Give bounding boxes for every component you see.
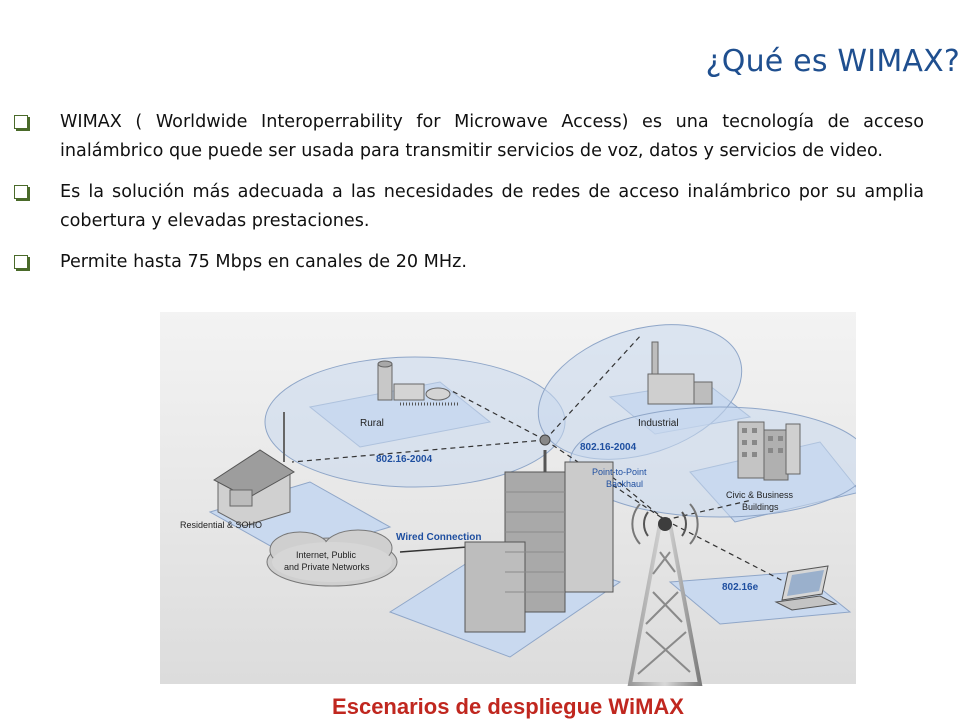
label-civic-1: Civic & Business <box>726 490 794 500</box>
square-bullet-icon <box>14 255 28 269</box>
skyscraper-icon <box>464 450 614 633</box>
label-ptp-1: Point-to-Point <box>592 467 647 477</box>
laptop-icon <box>774 565 838 611</box>
bullet-item: Permite hasta 75 Mbps en canales de 20 M… <box>14 248 924 277</box>
label-cloud-2: and Private Networks <box>284 562 370 572</box>
bullet-text: Permite hasta 75 Mbps en canales de 20 M… <box>60 252 467 272</box>
diagram-caption: Escenarios de despliegue WiMAX <box>332 694 684 719</box>
central-antenna-icon <box>539 434 551 446</box>
diagram-svg: Rural Industrial Residential & SOHO Civi… <box>160 312 856 719</box>
bullet-item: WIMAX ( Worldwide Interoperrability for … <box>14 108 924 166</box>
coverage-zone-rural <box>264 356 566 488</box>
square-bullet-icon <box>14 185 28 199</box>
house-icon <box>213 412 295 527</box>
label-mobile: 802.16e <box>722 582 759 593</box>
label-rural: Rural <box>360 418 384 429</box>
internet-cloud-icon <box>266 529 398 587</box>
bullet-item: Es la solución más adecuada a las necesi… <box>14 178 924 236</box>
bullet-text: Es la solución más adecuada a las necesi… <box>60 182 924 231</box>
base-station-tower-icon <box>627 503 703 686</box>
bullet-text: WIMAX ( Worldwide Interoperrability for … <box>60 112 924 161</box>
bullet-list: WIMAX ( Worldwide Interoperrability for … <box>14 108 924 289</box>
label-wired: Wired Connection <box>396 532 481 543</box>
wimax-deployment-diagram: Rural Industrial Residential & SOHO Civi… <box>160 312 856 720</box>
square-bullet-icon <box>14 115 28 129</box>
label-industrial: Industrial <box>638 418 679 429</box>
label-standard-right: 802.16-2004 <box>580 442 637 453</box>
slide-title: ¿Qué es WIMAX? <box>705 44 960 79</box>
factory-icon <box>647 341 713 405</box>
label-ptp-2: Backhaul <box>606 479 643 489</box>
label-cloud-1: Internet, Public <box>296 550 357 560</box>
office-buildings-icon <box>737 421 801 481</box>
label-civic-2: Buildings <box>742 502 779 512</box>
label-residential: Residential & SOHO <box>180 520 262 530</box>
label-standard-left: 802.16-2004 <box>376 454 433 465</box>
farm-icon <box>377 360 460 406</box>
